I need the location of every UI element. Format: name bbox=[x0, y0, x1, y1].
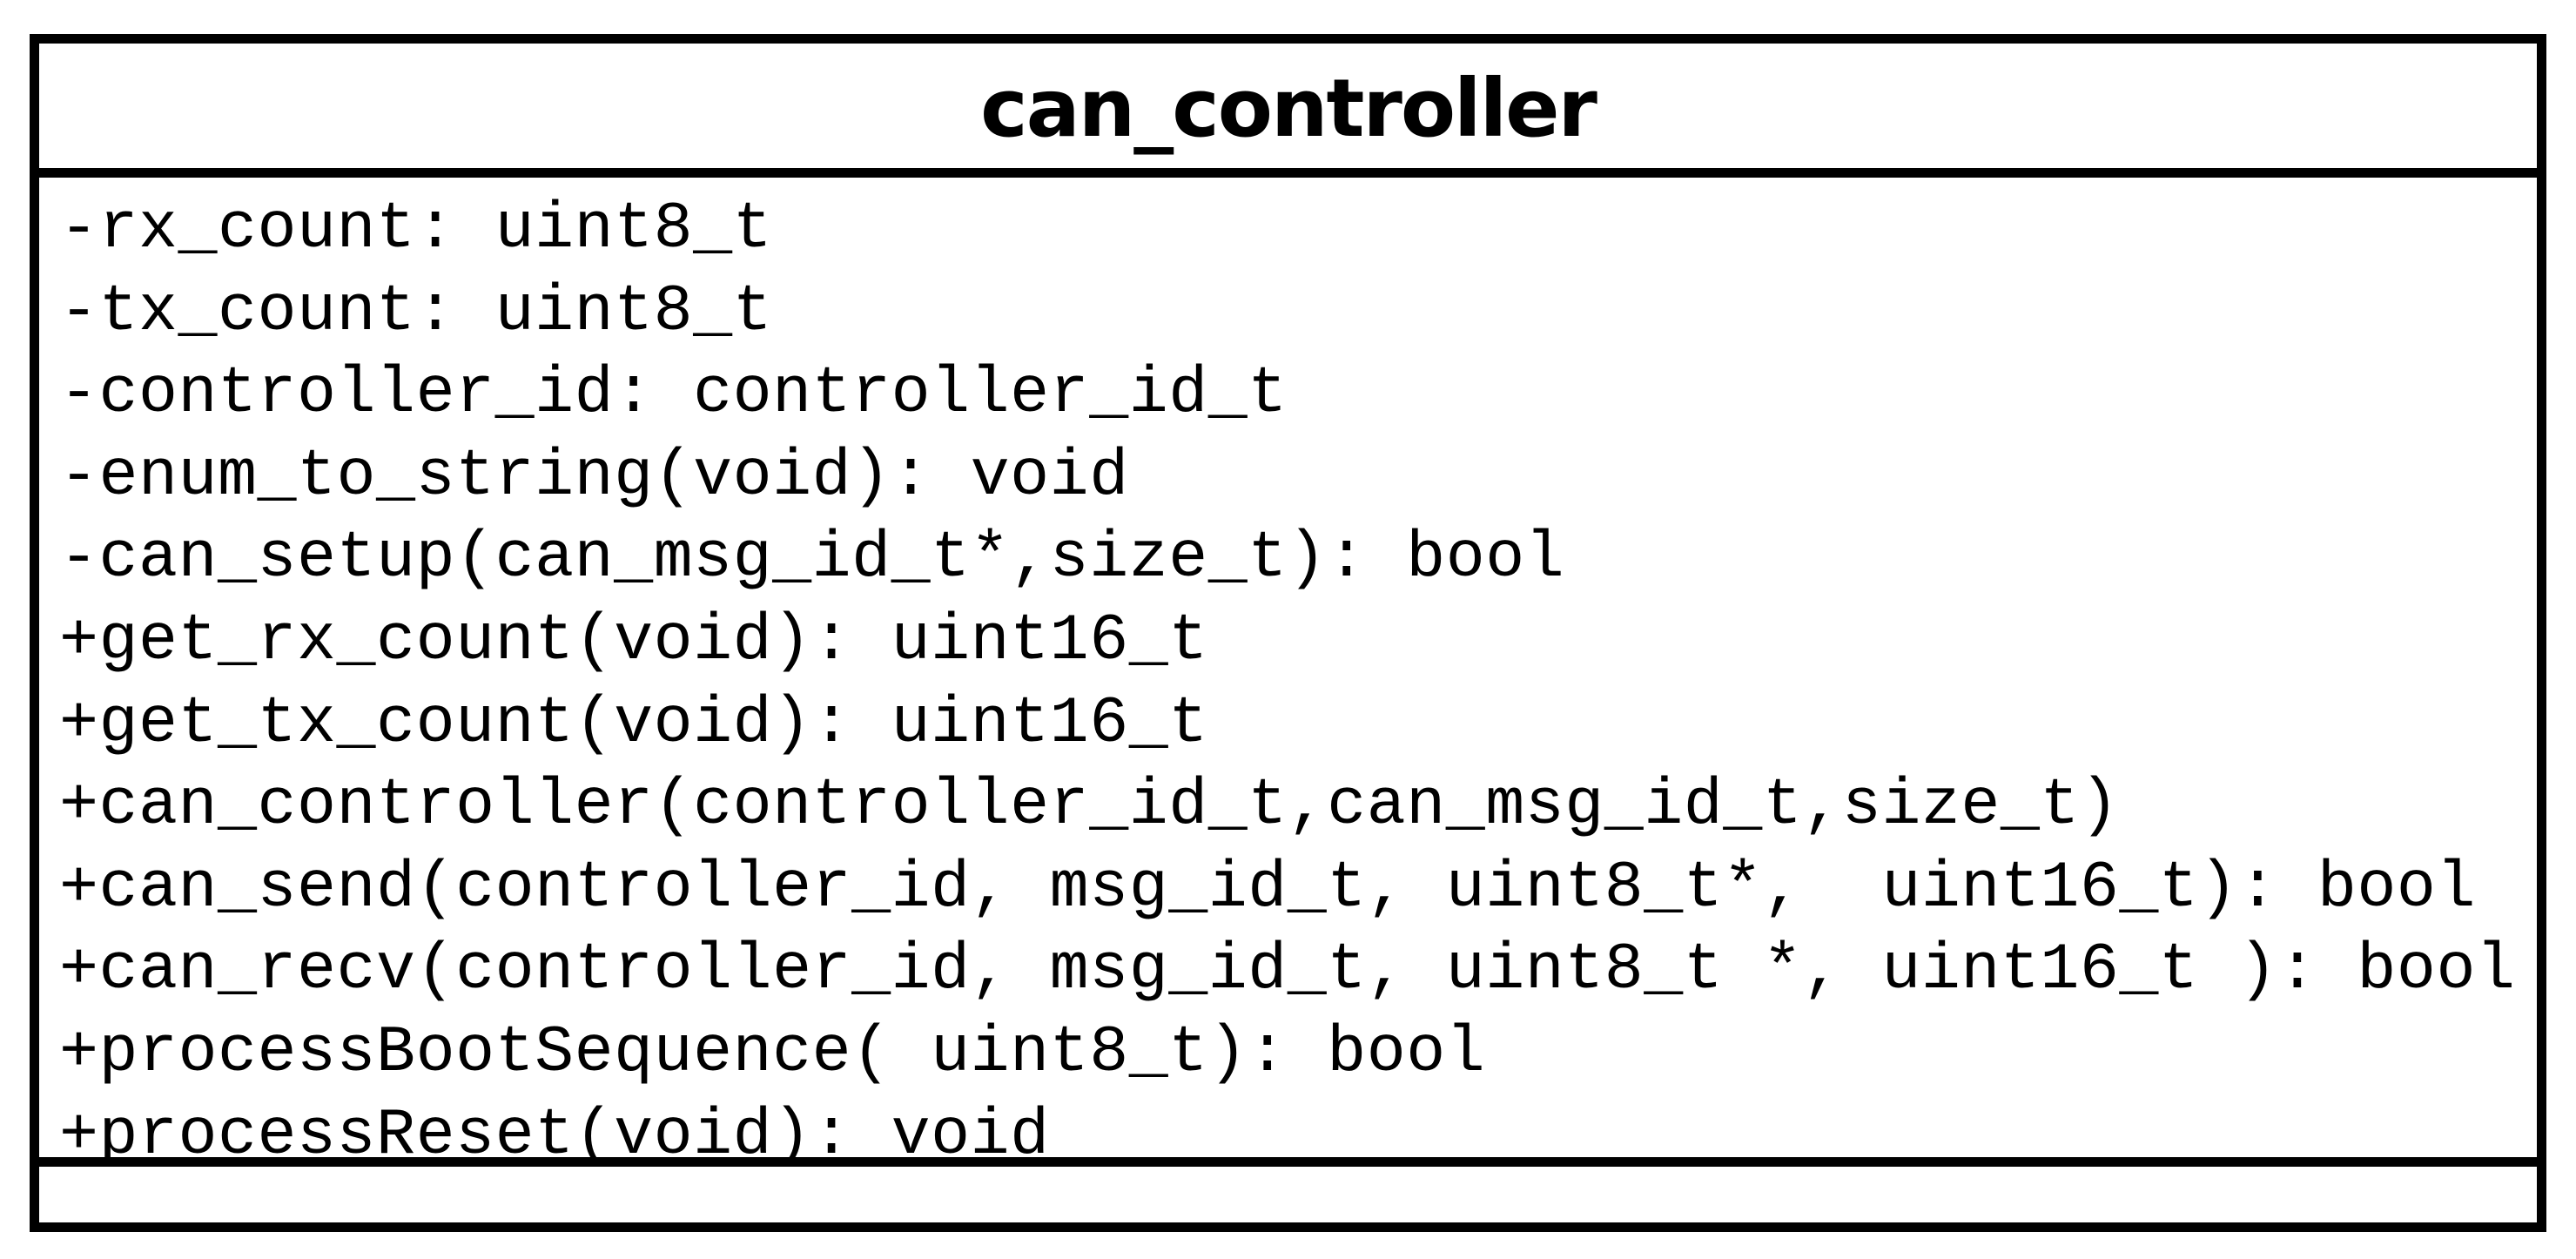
member-can-recv: +can_recv(controller_id, msg_id_t, uint8… bbox=[59, 933, 2516, 1008]
class-name: can_controller bbox=[39, 44, 2537, 178]
member-rx-count: -rx_count: uint8_t bbox=[59, 192, 773, 266]
member-tx-count: -tx_count: uint8_t bbox=[59, 274, 773, 349]
member-get-rx-count: +get_rx_count(void): uint16_t bbox=[59, 603, 1208, 678]
member-can-setup: -can_setup(can_msg_id_t*,size_t): bool bbox=[59, 522, 1565, 596]
member-controller-id: -controller_id: controller_id_t bbox=[59, 357, 1288, 432]
member-process-boot-sequence: +processBootSequence( uint8_t): bool bbox=[59, 1015, 1486, 1090]
member-process-reset: +processReset(void): void bbox=[59, 1098, 1050, 1173]
member-get-tx-count: +get_tx_count(void): uint16_t bbox=[59, 686, 1208, 761]
members-compartment: -rx_count: uint8_t -tx_count: uint8_t -c… bbox=[39, 178, 2537, 1173]
member-can-send: +can_send(controller_id, msg_id_t, uint8… bbox=[59, 851, 2476, 926]
empty-compartment bbox=[39, 1167, 2537, 1222]
member-enum-to-string: -enum_to_string(void): void bbox=[59, 439, 1129, 514]
uml-class-box: can_controller -rx_count: uint8_t -tx_co… bbox=[30, 34, 2546, 1232]
member-can-controller-constructor: +can_controller(controller_id_t,can_msg_… bbox=[59, 769, 2120, 844]
